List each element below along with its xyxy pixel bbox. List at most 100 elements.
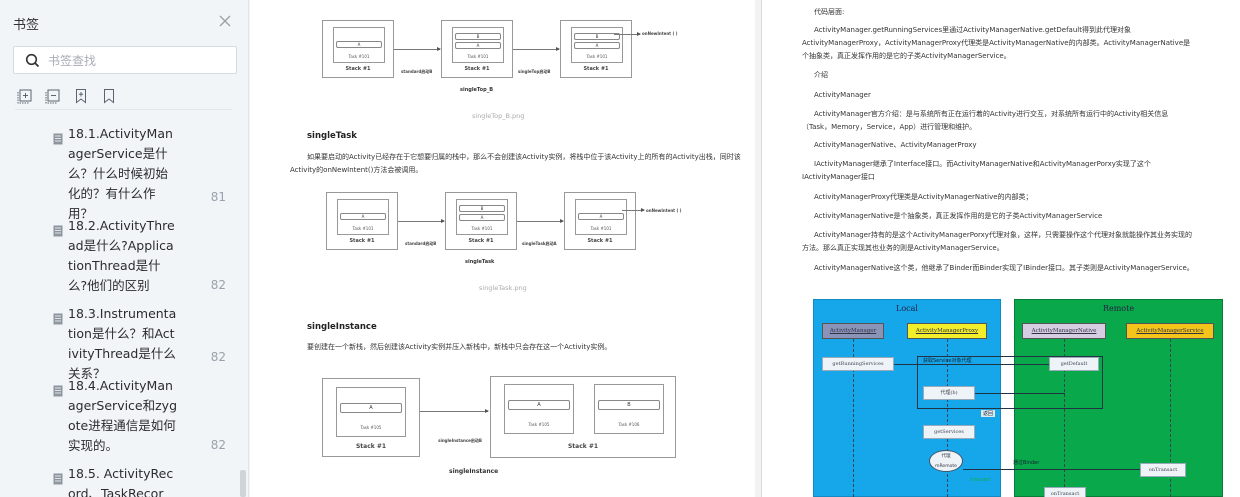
bookmark-sidebar: 书签 — [0, 0, 249, 497]
arrow — [622, 208, 645, 212]
lifeline — [853, 339, 854, 497]
close-icon[interactable] — [216, 12, 234, 30]
arrow — [614, 32, 641, 36]
task-label: Task #105 — [528, 422, 550, 427]
msg-ontransact: onTransact — [1044, 487, 1086, 497]
bookmark-icon[interactable] — [101, 88, 117, 104]
paragraph: 介绍 — [814, 71, 828, 79]
bookmark-item[interactable]: 18.4.ActivityManagerService和zygote进程通信是如… — [0, 376, 240, 453]
msg-getdefault: getDefault — [1049, 357, 1099, 371]
sidebar-title: 书签 — [13, 18, 40, 33]
message-arrow — [963, 469, 1140, 470]
msg-proxy-b: 代理(b) — [923, 386, 975, 400]
section-heading: singleInstance — [307, 322, 377, 332]
stack-box: A Task #105 B Task #106 Stack #1 — [490, 376, 676, 458]
bookmark-page-number: 82 — [210, 438, 226, 452]
expand-all-icon[interactable] — [17, 88, 33, 104]
figure-title: singleTask — [465, 259, 495, 265]
page-right: 代码层面: ActivityManager.getRunningServices… — [761, 0, 1240, 497]
activity-box: B — [459, 205, 505, 212]
activity-box: A — [455, 42, 501, 49]
section-text: 如果要启动的Activity已经存在于它想要归属的栈中，那么不会创建该Activ… — [290, 153, 741, 174]
activity-box: A — [340, 213, 386, 220]
task-box: B A Task #101 — [571, 27, 623, 63]
bookmark-search-box[interactable] — [13, 46, 237, 74]
arrow — [398, 219, 445, 223]
activity-box: A — [340, 403, 402, 413]
paragraph: ActivityManager持有的是这个ActivityManagerPorx… — [802, 231, 1192, 252]
bookmark-search-input[interactable] — [48, 51, 228, 71]
figure-singleinstance: A Task #105 Stack #1 singleInstance启动B A… — [250, 360, 755, 497]
bookmark-label: 18.1.ActivityManagerService是什么？什么时候初始化的？… — [68, 126, 173, 221]
stack-box: B A Task #101 Stack #1 — [560, 20, 632, 78]
task-box: B Task #106 — [594, 384, 664, 434]
bookmark-icon — [53, 473, 63, 485]
bookmark-list: 18.1.ActivityManagerService是什么？什么时候初始化的？… — [0, 118, 240, 497]
activity-box: B — [455, 33, 501, 40]
bookmark-item[interactable]: 18.2.ActivityThread是什么?ApplicationThread… — [0, 216, 240, 293]
message-arrow — [894, 364, 1051, 365]
stack-label: Stack #1 — [567, 443, 599, 450]
collapse-all-icon[interactable] — [45, 88, 61, 104]
callback-label: onNewIntent ( ) — [642, 31, 678, 36]
activity-box: B — [574, 33, 620, 40]
zone-title: Local — [896, 304, 918, 313]
diagram-note: transact — [970, 477, 991, 483]
arrow — [394, 47, 441, 51]
paragraph: ActivityManagerNative这个类，他继承了Binder而Bind… — [814, 264, 1194, 272]
task-box: B A Task #101 — [452, 27, 504, 63]
search-icon — [25, 53, 40, 68]
stack-box: A Task #101 Stack #1 — [326, 192, 398, 250]
task-label: Task #101 — [352, 226, 374, 231]
bookmark-page-number: 81 — [210, 190, 226, 204]
bookmark-label: 18.2.ActivityThread是什么?ApplicationThread… — [68, 218, 175, 293]
msg-getservices: getServices — [923, 425, 975, 439]
figure-caption: singleTask.png — [479, 284, 527, 292]
task-box: A Task #101 — [337, 199, 389, 235]
stack-box: A Task #105 Stack #1 — [322, 378, 420, 457]
bookmark-icon — [53, 225, 63, 237]
paragraph: 代码层面: — [814, 8, 845, 16]
paragraph: IActivityManager继承了Interface接口。而Activity… — [802, 160, 1151, 181]
lifeline — [1170, 339, 1171, 497]
paragraph: ActivityManagerNative、ActivityManagerPro… — [814, 141, 977, 149]
stack-box: B A Task #101 Stack #1 — [445, 192, 517, 250]
bookmark-item[interactable]: 18.5. ActivityRecord、TaskRecord、Activity… — [0, 464, 240, 497]
task-box: B A Task #101 — [456, 199, 508, 235]
figure-caption: singleTop_B.png — [472, 112, 525, 120]
binder-sequence-diagram: Local Remote ActivityManager ActivityMan… — [813, 299, 1223, 497]
figure-title: singleTop_B — [460, 87, 494, 93]
activity-box: A — [459, 214, 505, 221]
arrow-label: standard启动B — [401, 69, 433, 74]
task-label: Task #105 — [360, 425, 382, 430]
paragraph: ActivityManagerNative是个抽象类，真正发挥作用的是它的子类A… — [814, 212, 1103, 220]
bookmark-label: 18.3.Instrumentation是什么？和ActivityThread是… — [68, 306, 177, 381]
page-left: A Task #101 Stack #1 standard启动B B A Tas… — [250, 0, 755, 497]
arrow — [517, 219, 564, 223]
task-box: A Task #101 — [575, 199, 627, 235]
task-label: Task #101 — [586, 54, 608, 59]
bookmark-page-number: 82 — [210, 350, 226, 364]
task-label: Task #101 — [348, 54, 370, 59]
bookmark-label: 18.5. ActivityRecord、TaskRecord、Activity… — [68, 466, 174, 497]
bookmark-icon — [53, 385, 63, 397]
sidebar-scrollbar[interactable] — [240, 470, 246, 497]
bookmark-item[interactable]: 18.3.Instrumentation是什么？和ActivityThread是… — [0, 304, 240, 381]
bookmark-icon — [53, 133, 63, 145]
arrow-label: standard启动B — [405, 241, 437, 246]
stack-label: Stack #1 — [355, 443, 387, 450]
bookmark-toolbar — [17, 88, 117, 104]
stack-label: Stack #1 — [349, 238, 375, 244]
section-heading: singleTask — [307, 131, 357, 141]
lifeline — [947, 339, 948, 497]
msg-ontransact: onTransact — [1140, 463, 1186, 477]
arrow-label: singleTask启动A — [522, 241, 557, 246]
activity-box: A — [336, 41, 382, 48]
arrow-label: singleInstance启动B — [438, 438, 482, 443]
activity-box: A — [578, 213, 624, 220]
bookmark-item[interactable]: 18.1.ActivityManagerService是什么？什么时候初始化的？… — [0, 124, 240, 221]
msg-getrunningservices: getRunningServices — [822, 357, 894, 371]
add-bookmark-icon[interactable] — [73, 88, 89, 104]
task-box: A Task #105 — [504, 384, 574, 434]
